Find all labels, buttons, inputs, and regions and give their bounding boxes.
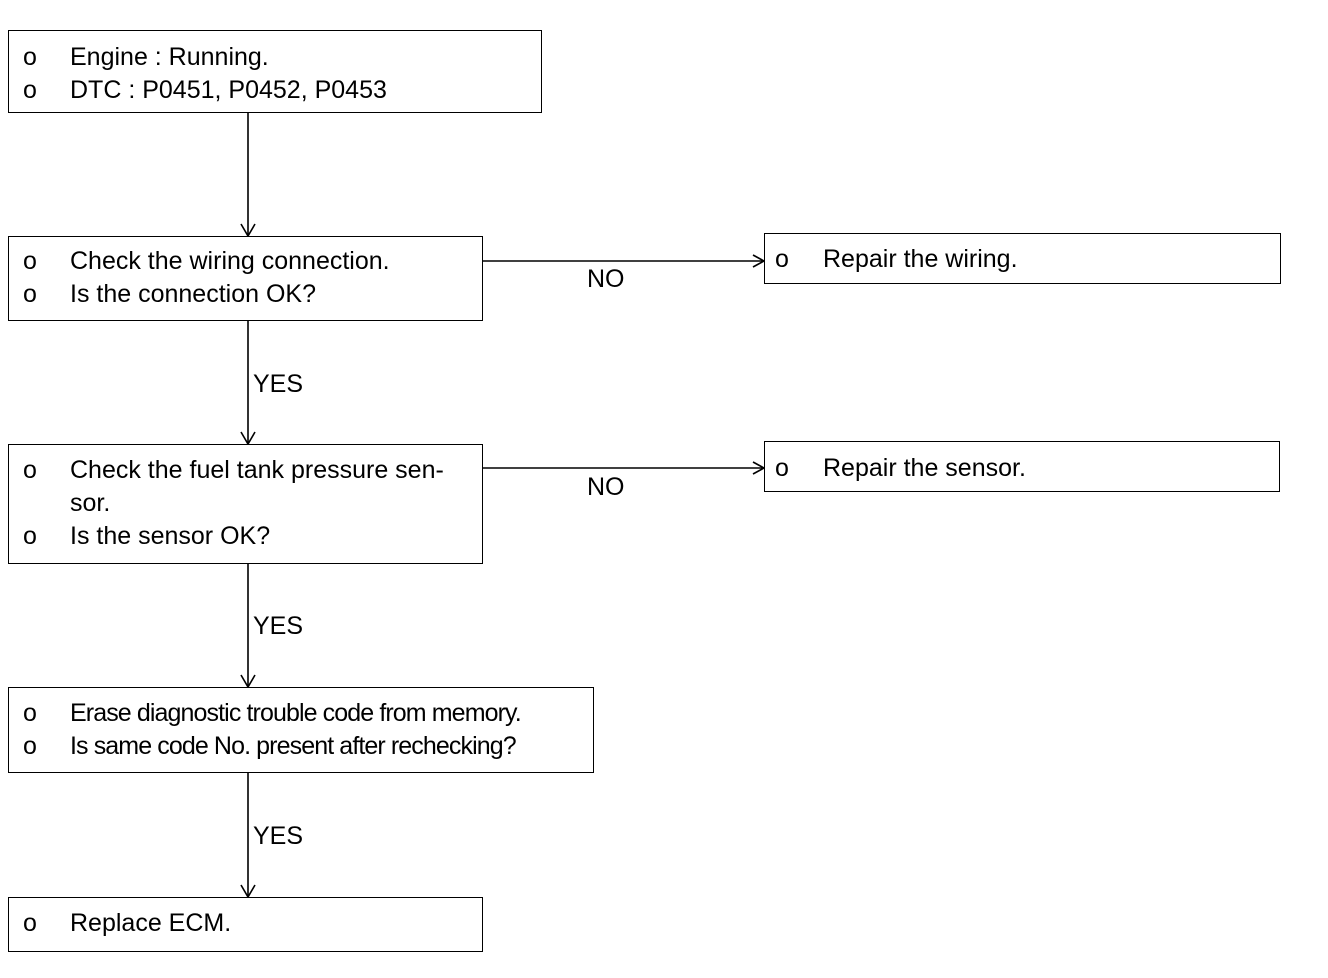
- sensor-check-box: o Check the fuel tank pressure sen- sor.…: [8, 444, 483, 564]
- no-label-wiring: NO: [587, 265, 625, 293]
- wiring-check-box: o Check the wiring connection. o Is the …: [8, 236, 483, 321]
- bullet-marker: o: [23, 456, 37, 484]
- repair-sensor-row: o Repair the sensor.: [765, 452, 1279, 485]
- repair-wiring-box: o Repair the wiring.: [764, 233, 1281, 284]
- erase-dtc-row-1: o Erase diagnostic trouble code from mem…: [9, 697, 593, 730]
- erase-dtc-box: o Erase diagnostic trouble code from mem…: [8, 687, 594, 773]
- wiring-check-row-2: o Is the connection OK?: [9, 278, 482, 311]
- yes-label-sensor: YES: [253, 612, 304, 640]
- check-sensor-text: Check the fuel tank pressure sen-: [70, 456, 444, 484]
- start-condition-row-1: o Engine : Running.: [9, 41, 541, 74]
- check-sensor-text-continued: sor.: [70, 489, 111, 517]
- connection-ok-question: Is the connection OK?: [70, 280, 316, 308]
- start-condition-row-2: o DTC : P0451, P0452, P0453: [9, 74, 541, 107]
- replace-ecm-row: o Replace ECM.: [9, 907, 482, 940]
- bullet-marker: o: [775, 245, 789, 273]
- sensor-ok-question: Is the sensor OK?: [70, 522, 271, 550]
- repair-wiring-row: o Repair the wiring.: [765, 243, 1280, 276]
- bullet-marker: o: [23, 76, 37, 104]
- sensor-check-row-1: o Check the fuel tank pressure sen-: [9, 454, 482, 487]
- bullet-marker: o: [775, 454, 789, 482]
- replace-ecm-text: Replace ECM.: [70, 909, 232, 937]
- sensor-check-row-1-continued: sor.: [9, 487, 482, 520]
- yes-label-erase: YES: [253, 822, 304, 850]
- repair-wiring-text: Repair the wiring.: [823, 245, 1018, 273]
- dtc-codes-text: DTC : P0451, P0452, P0453: [70, 76, 387, 104]
- repair-sensor-text: Repair the sensor.: [823, 454, 1026, 482]
- wiring-check-row-1: o Check the wiring connection.: [9, 245, 482, 278]
- bullet-marker: o: [23, 280, 37, 308]
- bullet-marker: o: [23, 732, 37, 760]
- bullet-marker: o: [23, 699, 37, 727]
- start-condition-box: o Engine : Running. o DTC : P0451, P0452…: [8, 30, 542, 113]
- bullet-marker: o: [23, 247, 37, 275]
- erase-dtc-text: Erase diagnostic trouble code from memor…: [70, 699, 522, 727]
- repair-sensor-box: o Repair the sensor.: [764, 441, 1280, 492]
- erase-dtc-row-2: o Is same code No. present after recheck…: [9, 730, 593, 763]
- bullet-marker: o: [23, 909, 37, 937]
- bullet-marker: o: [23, 43, 37, 71]
- replace-ecm-box: o Replace ECM.: [8, 897, 483, 952]
- sensor-check-row-2: o Is the sensor OK?: [9, 520, 482, 553]
- check-wiring-text: Check the wiring connection.: [70, 247, 390, 275]
- yes-label-wiring: YES: [253, 370, 304, 398]
- no-label-sensor: NO: [587, 473, 625, 501]
- engine-running-text: Engine : Running.: [70, 43, 269, 71]
- same-code-question: Is same code No. present after recheckin…: [70, 732, 517, 760]
- bullet-marker: o: [23, 522, 37, 550]
